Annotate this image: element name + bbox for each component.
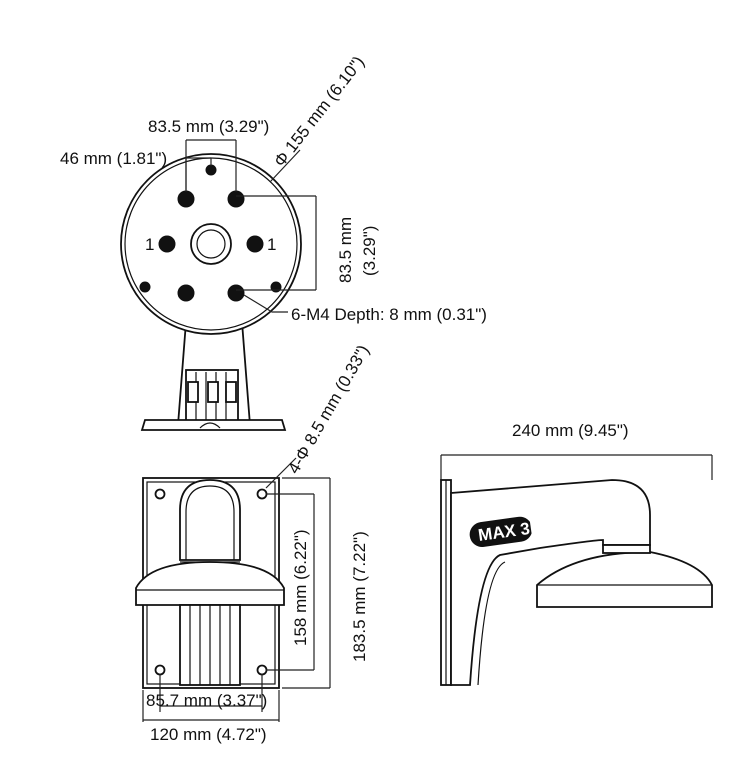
dim-side-width [440,454,713,480]
label-top-height-mm: 83.5 mm [336,217,355,283]
label-top-offset: 46 mm (1.81") [60,149,167,168]
front-view: 4-Φ 8.5 mm (0.33") 158 mm (6.22") 183.5 … [135,342,373,744]
label-top-height-in: (3.29") [360,226,379,276]
hole-marker-left: 1 [145,235,154,254]
top-view-arm [140,321,287,431]
dim-inner-height [266,493,315,671]
side-dome [536,551,713,608]
label-diameter: Φ 155 mm (6.10") [270,52,368,170]
label-outer-width: 120 mm (4.72") [150,725,267,744]
dim-top-offset [185,157,212,192]
mounting-holes [154,488,268,676]
label-screw: 6-M4 Depth: 8 mm (0.31") [291,305,487,324]
label-inner-height: 158 mm (6.22") [291,529,310,646]
side-view: 240 mm (9.45") MAX 3Kg [440,421,713,686]
dim-inner-width [159,674,263,712]
label-hole: 4-Φ 8.5 mm (0.33") [284,342,373,477]
label-side-width: 240 mm (9.45") [512,421,629,440]
label-inner-width: 85.7 mm (3.37") [146,691,267,710]
label-outer-height: 183.5 mm (7.22") [350,531,369,662]
dim-top-height [236,195,317,291]
label-top-width: 83.5 mm (3.29") [148,117,269,136]
top-view: 1 1 83.5 mm (3.29") 46 mm (1.81") Φ 155 … [60,52,487,431]
dim-outer-height [282,477,331,689]
dim-outer-width [142,690,280,722]
hole-marker-right: 1 [267,235,276,254]
